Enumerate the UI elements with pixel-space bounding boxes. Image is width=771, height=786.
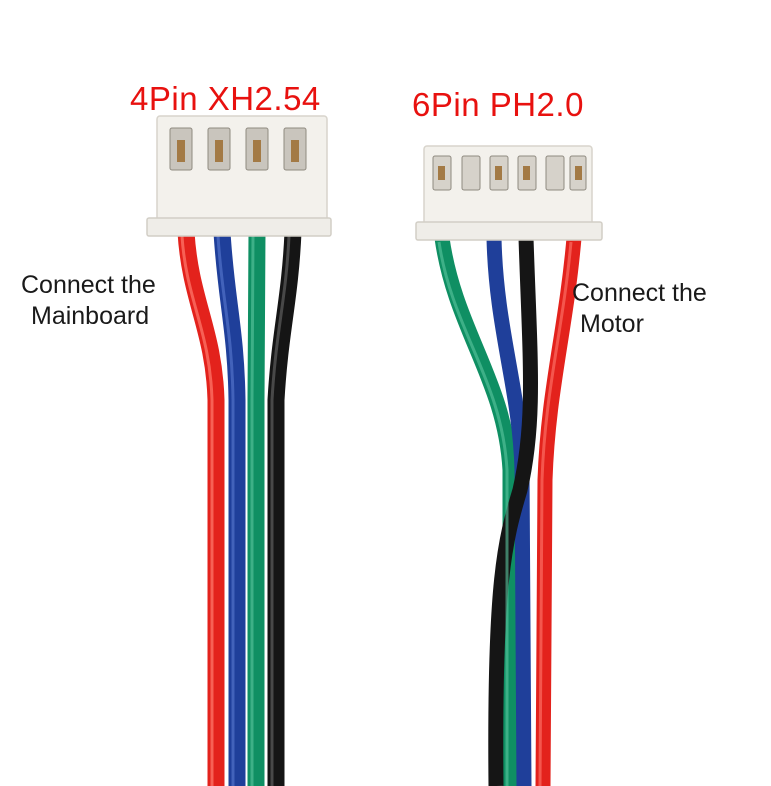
right-wire-green: [434, 236, 518, 786]
left-wire-bundle: [177, 231, 302, 786]
right-connector-title: 6Pin PH2.0: [412, 86, 584, 123]
left-connector-xh254: [146, 115, 332, 237]
right-caption-line2: Motor: [580, 310, 644, 338]
left-connector-title: 4Pin XH2.54: [130, 80, 321, 117]
left-caption-line2: Mainboard: [31, 302, 150, 330]
left-caption: Connect the Mainboard: [21, 270, 156, 332]
left-wire-black: [267, 231, 302, 786]
right-wire-bundle: [434, 236, 582, 786]
right-wire-black: [488, 237, 538, 786]
left-wire-blue: [213, 231, 246, 786]
right-wire-red: [535, 237, 582, 786]
left-wire-green: [247, 231, 266, 786]
right-connector-ph20: [415, 145, 603, 241]
right-caption: Connect the Motor: [572, 278, 707, 340]
left-wire-red: [177, 231, 225, 786]
left-caption-line1: Connect the: [21, 271, 156, 299]
right-caption-line1: Connect the: [572, 279, 707, 307]
